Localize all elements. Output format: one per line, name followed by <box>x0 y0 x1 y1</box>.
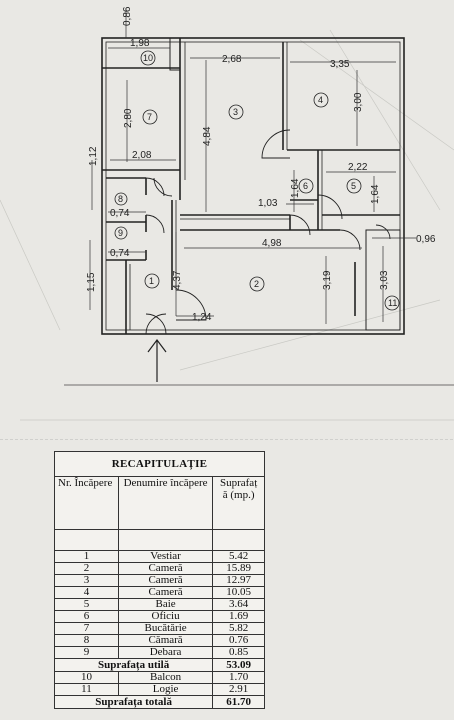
room-number-5: 5 <box>351 181 356 191</box>
dim-1-03: 1,03 <box>258 198 278 209</box>
room-number-8: 8 <box>118 194 123 204</box>
room-number-11: 11 <box>388 298 397 308</box>
useful-area-label: Suprafața utilă <box>53 658 214 672</box>
room-name: Cameră <box>117 586 214 599</box>
dim-3-03: 3,03 <box>379 270 390 290</box>
header-nr: Nr. Încăpere <box>54 476 119 530</box>
floor-plan: 1,98 2,68 3,35 4,84 2,80 3,00 2,08 1,12 … <box>0 6 454 440</box>
room-name: Vestiar <box>117 550 214 563</box>
room-area: 5.42 <box>212 550 265 563</box>
room-name: Cameră <box>117 574 214 587</box>
dim-1-64-a: 1,64 <box>290 178 301 198</box>
room-number-3: 3 <box>233 107 238 117</box>
total-area-value: 61.70 <box>212 695 265 709</box>
doors <box>145 129 391 335</box>
room-area: 10.05 <box>212 586 265 599</box>
room-nr: 3 <box>54 574 119 587</box>
dim-2-68: 2,68 <box>222 54 242 65</box>
recap-title: RECAPITULAȚIE <box>54 451 265 477</box>
room-name: Balcon <box>117 671 214 684</box>
dim-4-84: 4,84 <box>202 126 213 146</box>
room-name: Logie <box>117 683 214 696</box>
room-name: Cămară <box>117 634 214 647</box>
room-name: Cameră <box>117 562 214 575</box>
dim-3-00: 3,00 <box>353 92 364 112</box>
room-nr: 9 <box>54 646 119 659</box>
room-number-6: 6 <box>303 181 308 191</box>
room-name: Debara <box>117 646 214 659</box>
room-area: 15.89 <box>212 562 265 575</box>
dim-0-96: 0,96 <box>416 234 436 245</box>
room-name: Oficiu <box>117 610 214 623</box>
header-name: Denumire încăpere <box>117 476 214 530</box>
room-nr: 10 <box>54 671 119 684</box>
dim-1-98: 1,98 <box>130 38 150 49</box>
room-nr: 7 <box>54 622 119 635</box>
dim-4-37: 4,37 <box>172 270 183 290</box>
room-area: 1.70 <box>212 671 265 684</box>
dim-2-08: 2,08 <box>132 150 152 161</box>
dim-2-22: 2,22 <box>348 162 368 173</box>
room-area: 5.82 <box>212 622 265 635</box>
room-area: 0.76 <box>212 634 265 647</box>
dim-1-12: 1,12 <box>88 146 99 166</box>
dim-4-98: 4,98 <box>262 238 282 249</box>
dim-1-24: 1,24 <box>192 312 212 323</box>
background-lines <box>0 29 454 421</box>
room-area: 1.69 <box>212 610 265 623</box>
useful-area-value: 53.09 <box>212 658 265 672</box>
room-nr: 6 <box>54 610 119 623</box>
room-area: 0.85 <box>212 646 265 659</box>
total-area-label: Suprafața totală <box>53 695 214 709</box>
room-name: Bucătărie <box>117 622 214 635</box>
dim-2-80: 2,80 <box>123 108 134 128</box>
room-nr: 11 <box>54 683 119 696</box>
room-nr: 1 <box>54 550 119 563</box>
room-number-10: 10 <box>143 53 153 63</box>
room-number-1: 1 <box>149 276 154 286</box>
dim-1-64-b: 1,64 <box>370 184 381 204</box>
room-number-7: 7 <box>147 112 152 122</box>
room-area: 3.64 <box>212 598 265 611</box>
room-nr: 5 <box>54 598 119 611</box>
room-markers <box>114 50 400 311</box>
room-name: Baie <box>117 598 214 611</box>
dim-3-35: 3,35 <box>330 59 350 70</box>
header-area: Suprafaț ă (mp.) <box>212 476 265 530</box>
room-number-9: 9 <box>118 228 123 238</box>
room-nr: 8 <box>54 634 119 647</box>
dim-3-19: 3,19 <box>322 270 333 290</box>
room-area: 12.97 <box>212 574 265 587</box>
dim-1-15: 1,15 <box>86 272 97 292</box>
dimension-lines <box>89 8 416 324</box>
room-nr: 2 <box>54 562 119 575</box>
dim-0-86: 0,86 <box>122 6 133 26</box>
room-number-4: 4 <box>318 95 323 105</box>
walls <box>101 37 405 335</box>
room-number-2: 2 <box>254 279 259 289</box>
dim-0-74-a: 0,74 <box>110 208 130 219</box>
dim-0-74-b: 0,74 <box>110 248 130 259</box>
entry-arrow-icon <box>147 339 167 382</box>
room-nr: 4 <box>54 586 119 599</box>
recap-table: RECAPITULAȚIE Nr. Încăpere Denumire încă… <box>53 451 265 709</box>
room-area: 2.91 <box>212 683 265 696</box>
